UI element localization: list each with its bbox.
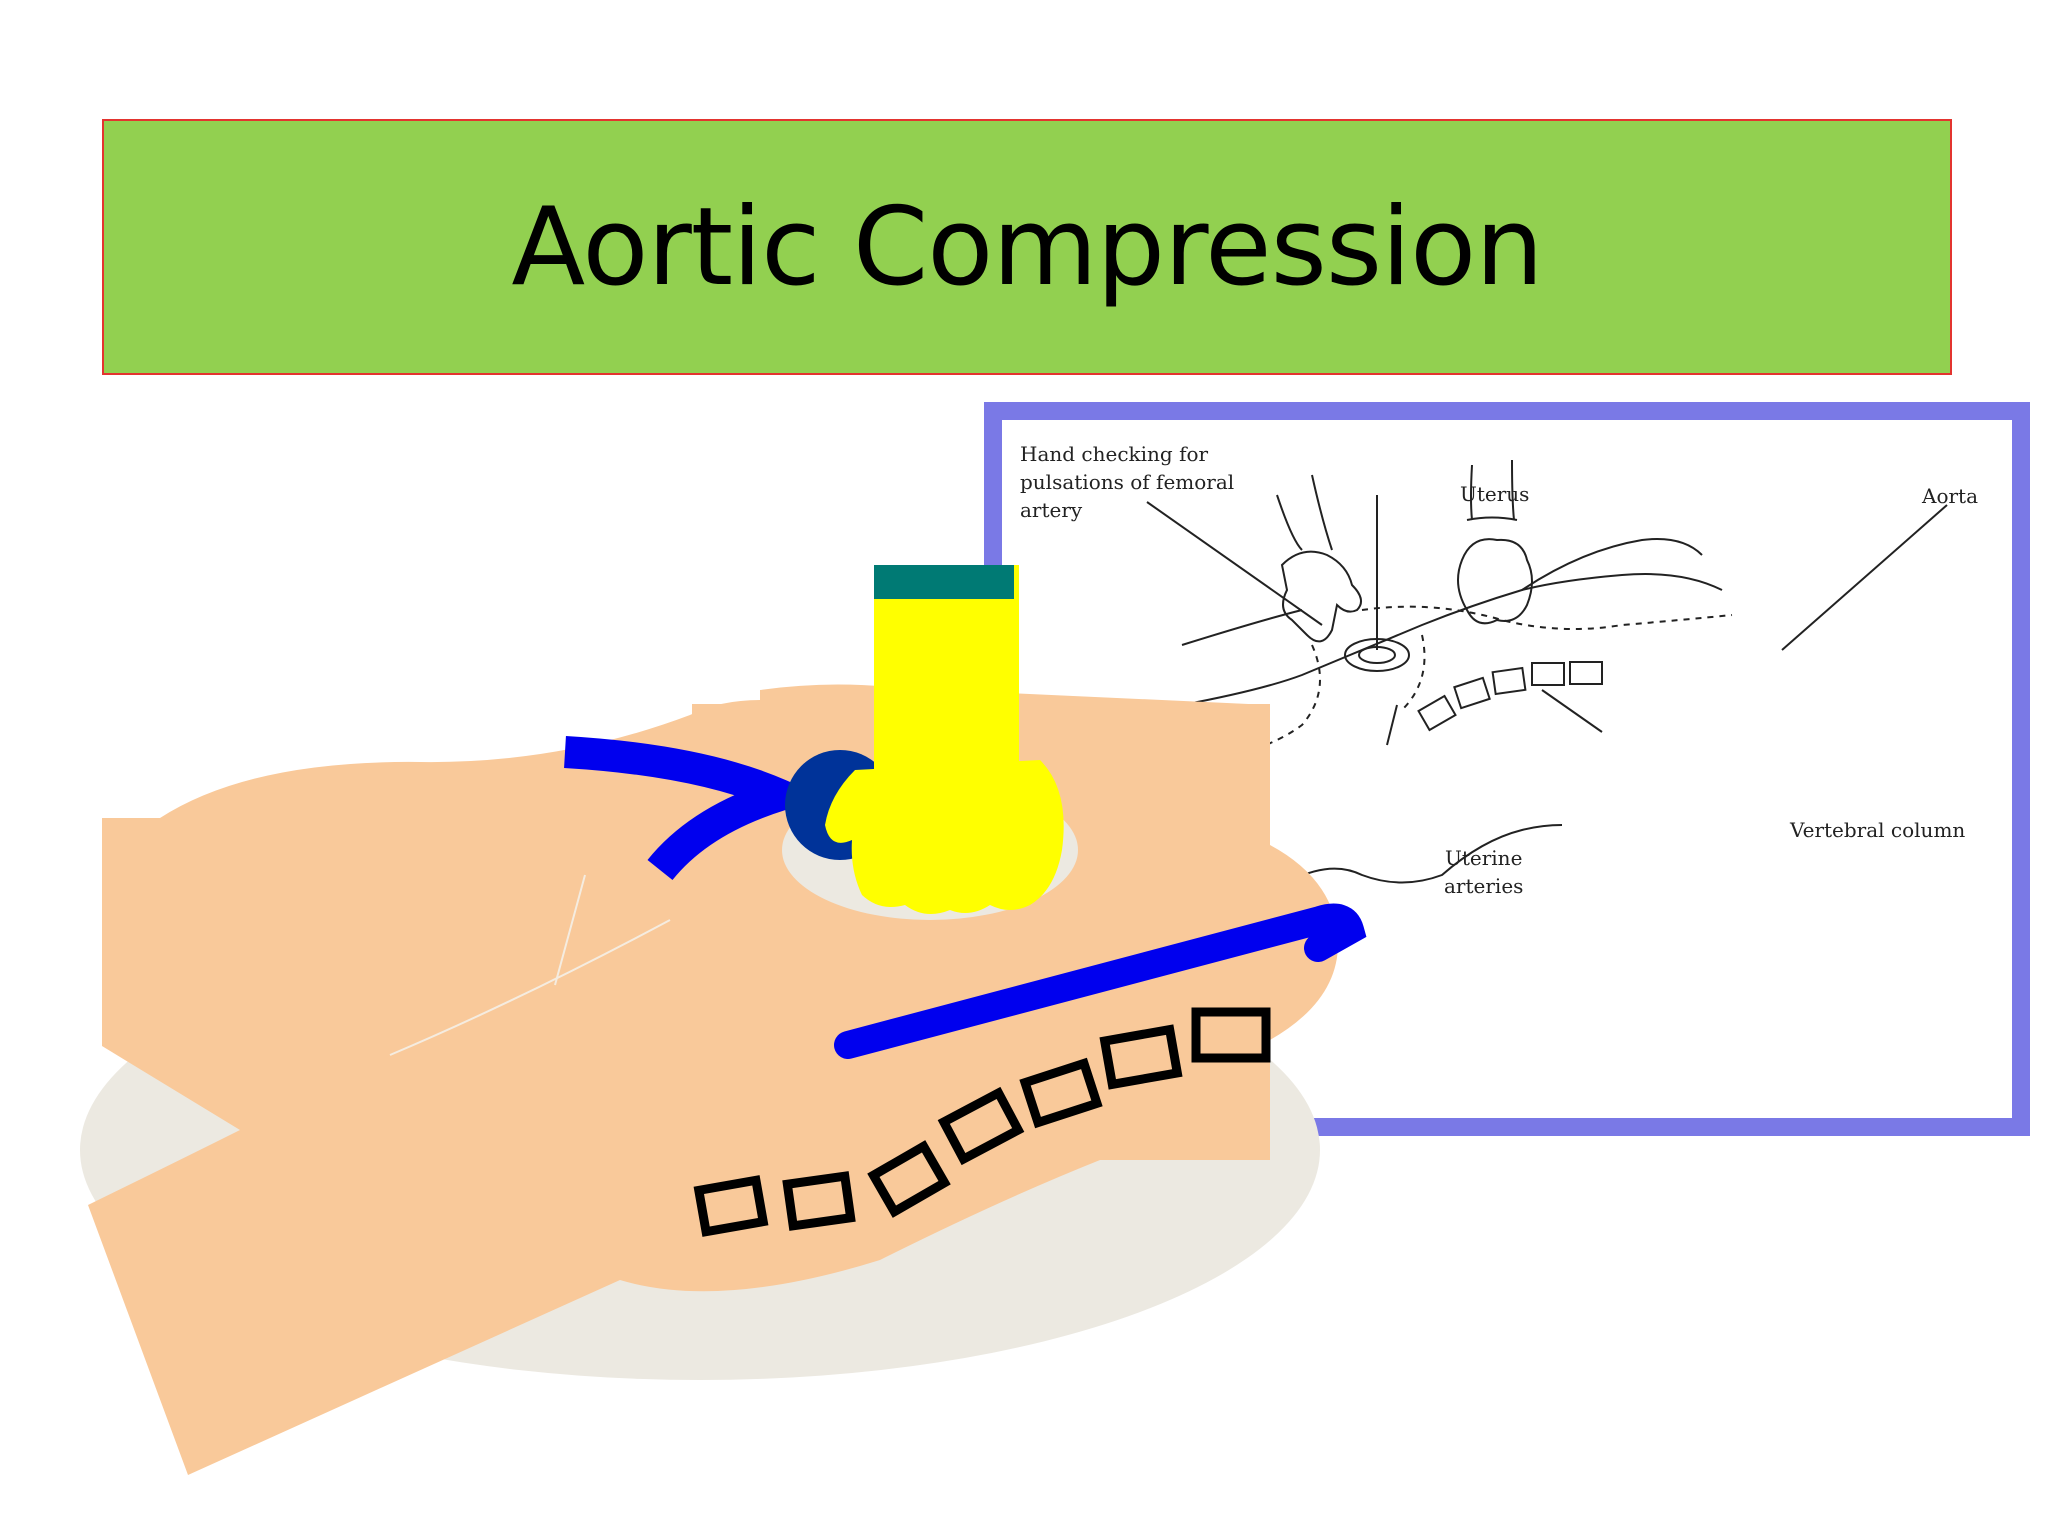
slide-title: Aortic Compression	[511, 184, 1543, 310]
left-hand-outline	[1280, 550, 1362, 643]
label-uterine-line2: arteries	[1444, 874, 1524, 898]
line-illustration: Hand checking for pulsations of femoral …	[1002, 420, 2012, 1118]
label-hand-checking: Hand checking for pulsations of femoral …	[1020, 440, 1234, 524]
right-arm-line-1	[1470, 464, 1473, 521]
uterine-artery-dashed	[1251, 644, 1321, 751]
body-block-left	[102, 818, 462, 1046]
vertebrae	[1417, 661, 1603, 732]
title-banner: Aortic Compression	[102, 119, 1952, 375]
label-uterine-arteries: Uterine arteries	[1444, 844, 1523, 900]
leader-hand-checking	[1146, 501, 1323, 626]
label-hand-checking-line1: Hand checking for	[1020, 442, 1209, 466]
label-uterine-line1: Uterine	[1445, 846, 1523, 870]
abdomen-outline	[1181, 573, 1723, 706]
leader-vertebral	[1541, 689, 1603, 733]
aorta-dashed-line	[1361, 605, 1733, 630]
left-arm-line-2	[1311, 474, 1333, 551]
vessel-upper	[564, 736, 826, 881]
leader-uterine	[1386, 704, 1398, 746]
left-arm-line-1	[1276, 494, 1303, 551]
right-cuff-line	[1466, 516, 1518, 521]
label-hand-checking-line3: artery	[1020, 498, 1083, 522]
fold-line-2	[389, 919, 671, 1056]
label-hand-checking-line2: pulsations of femoral	[1020, 470, 1235, 494]
fold-line-1	[554, 874, 586, 986]
uterus-ball	[785, 750, 895, 860]
abdomen-dome	[1521, 538, 1703, 591]
label-vertebral-column: Vertebral column	[1790, 818, 1966, 842]
right-arm-line-2	[1511, 459, 1515, 521]
label-aorta: Aorta	[1922, 484, 1979, 508]
body-outline-upper	[1181, 609, 1303, 646]
label-uterus: Uterus	[1460, 482, 1530, 506]
leader-aorta	[1781, 504, 1948, 651]
illustration-frame: Hand checking for pulsations of femoral …	[984, 402, 2030, 1136]
line-drawing	[1146, 459, 1948, 901]
right-fist-outline	[1457, 538, 1533, 625]
uterine-artery-dashed-2	[1401, 634, 1426, 711]
